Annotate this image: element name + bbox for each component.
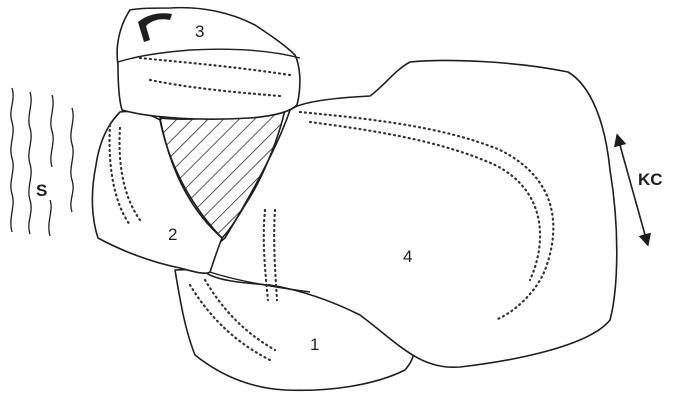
fragment-label-1: 1 <box>310 335 319 354</box>
kc-double-arrow <box>618 138 647 242</box>
fragment-label-2: 2 <box>168 225 177 244</box>
soft-tissue-lines <box>11 88 73 236</box>
side-label-s: S <box>36 181 47 200</box>
fragment-label-3: 3 <box>195 22 204 41</box>
arrow-label-kc: KC <box>638 170 663 189</box>
fragment-label-4: 4 <box>403 247 412 266</box>
